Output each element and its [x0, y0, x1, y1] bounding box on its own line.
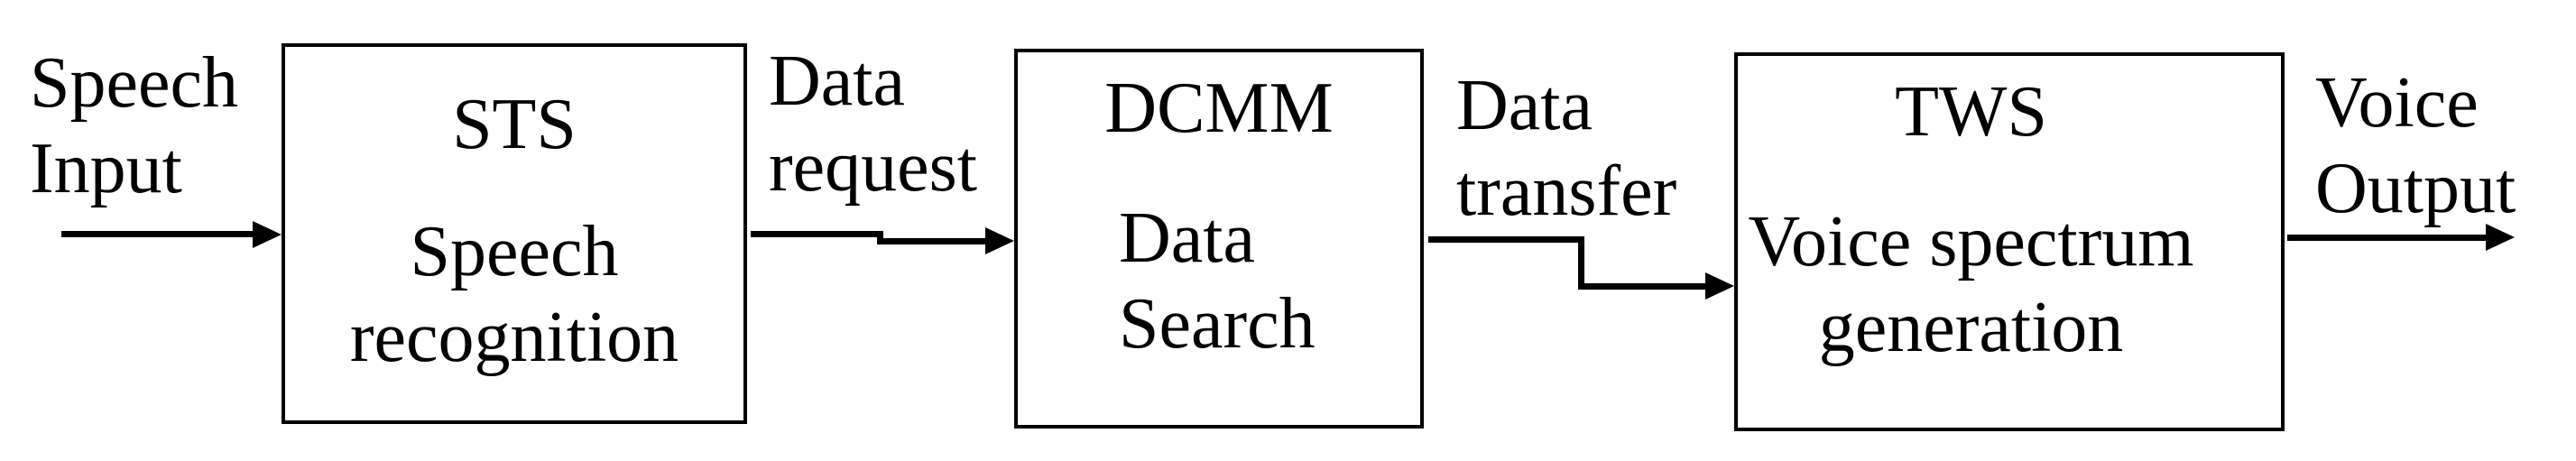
speech-input-label: Speech Input [30, 41, 238, 212]
data-request-label-line2: request [769, 127, 978, 207]
data-transfer-label: Data transfer [1456, 63, 1676, 235]
data-transfer-arrow-line [1428, 236, 1584, 243]
tws-box-title: TWS [1895, 72, 2047, 152]
sts-box: STS Speech recognition [282, 43, 747, 424]
data-request-label: Data request [769, 39, 977, 210]
voice-output-arrow-line [2287, 235, 2488, 241]
data-transfer-label-line1: Data [1456, 66, 1593, 145]
dcmm-box-description-line2: Search [1119, 284, 1316, 364]
tws-box: TWS Voice spectrum generation [1734, 52, 2285, 431]
tws-box-description: Voice spectrum generation [1738, 199, 2204, 371]
tws-box-description-line2: generation [1818, 288, 2124, 367]
voice-output-label: Voice Output [2315, 60, 2516, 232]
voice-output-arrowhead-icon [2486, 224, 2515, 251]
speech-input-label-line2: Input [30, 129, 182, 208]
speech-input-arrowhead-icon [253, 221, 282, 248]
voice-output-label-line2: Output [2315, 149, 2516, 228]
dcmm-box-description-line1: Data [1119, 198, 1256, 278]
sts-box-description-line2: recognition [349, 298, 679, 377]
dcmm-box: DCMM Data Search [1014, 49, 1424, 429]
data-request-arrowhead-icon [985, 227, 1014, 254]
data-transfer-arrow-step [1578, 236, 1584, 290]
voice-output-label-line1: Voice [2315, 63, 2479, 143]
sts-box-title: STS [452, 85, 577, 164]
speech-input-arrow-line [61, 231, 254, 237]
sts-box-description-line1: Speech [410, 212, 619, 291]
data-transfer-arrow-line2 [1578, 283, 1707, 290]
data-request-arrow-line2 [877, 238, 987, 244]
data-request-label-line1: Data [769, 41, 906, 121]
tws-box-description-line1: Voice spectrum [1748, 202, 2194, 281]
sts-box-description: Speech recognition [285, 209, 743, 381]
data-transfer-label-line2: transfer [1456, 152, 1677, 231]
dcmm-box-title: DCMM [1104, 69, 1334, 148]
data-request-arrow-step [877, 231, 883, 244]
dcmm-box-description: Data Search [1119, 196, 1316, 367]
data-transfer-arrowhead-icon [1705, 272, 1734, 300]
speech-input-label-line1: Speech [30, 43, 239, 123]
data-request-arrow-line [751, 231, 883, 237]
